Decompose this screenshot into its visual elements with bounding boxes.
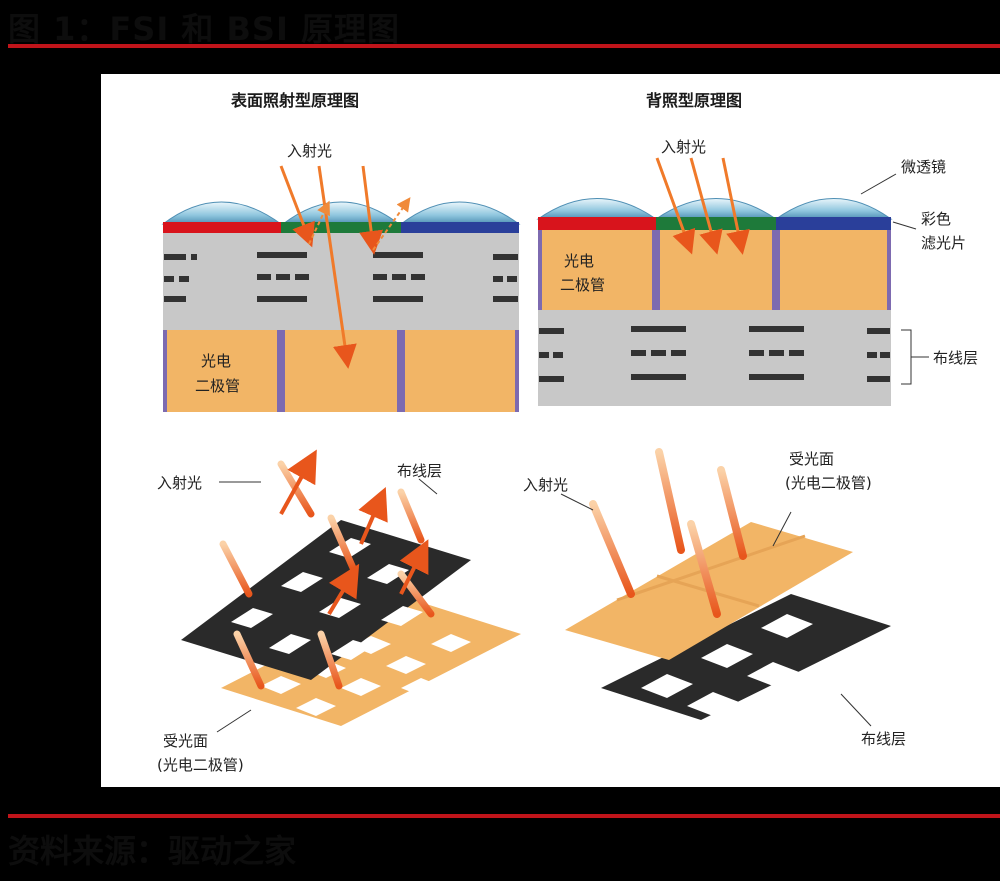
fsi-iso-reflect-arrows [279, 449, 429, 616]
bsi-separator-2 [772, 230, 780, 310]
bsi-microlens-label: 微透镜 [901, 158, 946, 176]
fsi-iso-receiving-label-2: (光电二极管) [157, 756, 244, 774]
fsi-separator-1 [277, 330, 285, 412]
fsi-microlens-1 [161, 201, 283, 225]
bsi-wiring-metal [539, 326, 890, 382]
fsi-iso-wiring-label: 布线层 [397, 462, 442, 480]
fsi-iso-arrows [219, 460, 435, 690]
bsi-cross-section: 光电 二极管 入射光 [536, 138, 978, 406]
fsi-isometric: 入射光 布线层 受光面 (光电二极管) [157, 449, 521, 774]
header-divider [8, 44, 1000, 48]
fsi-incident-light-label: 入射光 [287, 142, 332, 160]
fsi-reflected-arrows [308, 197, 411, 251]
bsi-title: 背照型原理图 [646, 91, 742, 110]
bsi-wiring-label: 布线层 [933, 349, 978, 367]
figure-header: 图 1：FSI 和 BSI 原理图 [8, 10, 400, 48]
fsi-iso-receiving-label-1: 受光面 [163, 732, 208, 750]
fsi-receiving-plane [221, 596, 521, 726]
fsi-microlens-3 [399, 201, 521, 225]
bsi-photodiode-label-2: 二极管 [560, 276, 605, 294]
footer-divider [8, 814, 1000, 818]
fsi-separator-2 [397, 330, 405, 412]
fsi-wiring-metal [164, 252, 518, 302]
bsi-iso-wiring-label: 布线层 [861, 730, 906, 748]
fsi-wiring-grid [181, 520, 471, 680]
bsi-isometric: 入射光 受光面 (光电二极管) 布线层 [523, 448, 906, 748]
fsi-red-filter [163, 222, 281, 233]
bsi-separator-1 [652, 230, 660, 310]
fsi-green-filter [281, 222, 401, 233]
bsi-blue-filter [776, 217, 891, 230]
fsi-blue-filter [401, 222, 519, 233]
source-note: 资料来源：驱动之家 [8, 832, 297, 870]
bsi-iso-receiving-label-2: (光电二极管) [785, 474, 872, 492]
fsi-bsi-diagram: 表面照射型原理图 光电 二极 [157, 91, 978, 774]
bsi-iso-incident-label: 入射光 [523, 476, 568, 494]
fsi-light-arrows [279, 165, 384, 369]
bsi-filter-label-1: 彩色 [921, 210, 951, 228]
diagram-panel: 表面照射型原理图 光电 二极 [101, 74, 1000, 787]
bsi-photodiode-label-1: 光电 [564, 252, 594, 270]
bsi-filter-label-2: 滤光片 [921, 234, 966, 252]
bsi-incident-light-label: 入射光 [661, 138, 706, 156]
fsi-photodiode-layer [163, 330, 519, 412]
bsi-green-filter [656, 217, 776, 230]
bsi-iso-receiving-label-1: 受光面 [789, 450, 834, 468]
bsi-microlens-1 [536, 198, 658, 220]
bsi-iso-arrows [589, 448, 747, 618]
bsi-light-arrows [655, 157, 750, 255]
bsi-microlens-2 [654, 198, 778, 220]
fsi-iso-incident-label: 入射光 [157, 474, 202, 492]
bsi-microlens-3 [774, 198, 893, 220]
fsi-photodiode-label-1: 光电 [201, 352, 231, 370]
fsi-photodiode-label-2: 二极管 [195, 377, 240, 395]
bsi-red-filter [538, 217, 656, 230]
fsi-cross-section: 光电 二极管 入射光 [161, 142, 521, 412]
bsi-wiring-layer [538, 310, 891, 406]
fsi-title: 表面照射型原理图 [230, 91, 359, 110]
